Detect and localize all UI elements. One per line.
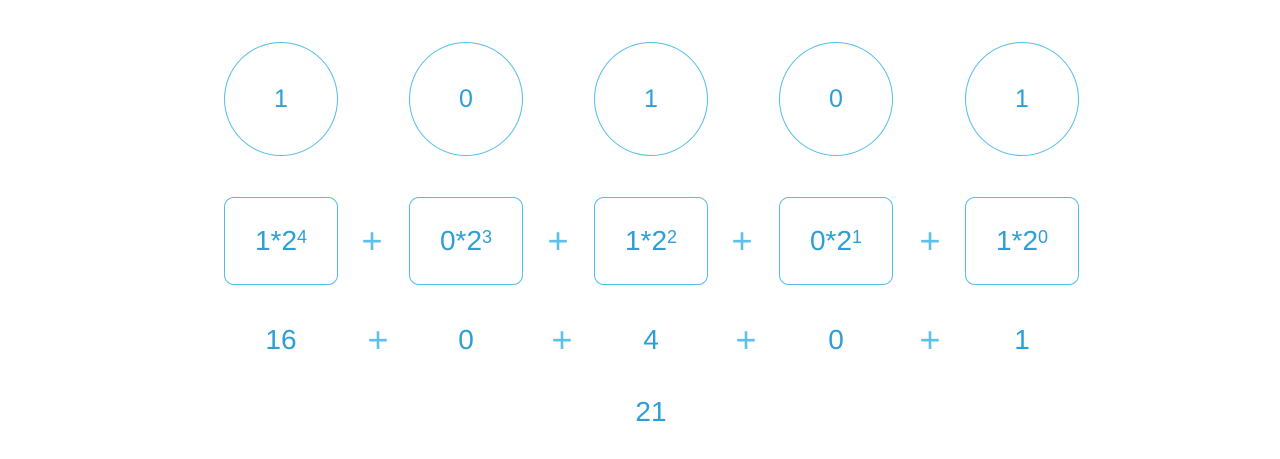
bit-label: 1 (644, 84, 658, 113)
term-base: 1*2 (624, 225, 668, 256)
plus-sign: + (731, 220, 753, 261)
decimal-result: 21 (635, 396, 667, 427)
bit-circle: 1 (965, 42, 1079, 156)
bit-label: 0 (829, 84, 843, 113)
bit-label: 0 (459, 84, 473, 113)
term-exponent: 4 (297, 226, 308, 247)
plus-sign: + (547, 220, 569, 261)
term-exponent: 1 (852, 226, 863, 247)
plus-sign: + (367, 319, 389, 360)
decimal-values-row: 16 + 0 + 4 + 0 + 1 (0, 319, 1280, 360)
plus-sign: + (735, 319, 757, 360)
bit-label: 1 (274, 84, 288, 113)
bit-label: 1 (1015, 84, 1029, 113)
plus-sign: + (361, 220, 383, 261)
term-base: 0*2 (809, 225, 853, 256)
term-base: 0*2 (439, 225, 483, 256)
result-row: 21 (0, 390, 1280, 434)
term-value: 4 (643, 324, 659, 355)
term-exponent: 2 (667, 226, 678, 247)
term-value: 0 (458, 324, 474, 355)
plus-sign: + (919, 220, 941, 261)
plus-sign: + (919, 319, 941, 360)
term-value: 1 (1014, 324, 1030, 355)
plus-sign: + (551, 319, 573, 360)
term-value: 0 (828, 324, 844, 355)
term-exponent: 3 (482, 226, 493, 247)
bit-circle: 1 (224, 42, 338, 156)
term-base: 1*2 (254, 225, 298, 256)
bit-circle: 0 (779, 42, 893, 156)
term-base: 1*2 (995, 225, 1039, 256)
term-value: 16 (265, 324, 297, 355)
bit-circle: 1 (594, 42, 708, 156)
binary-digits-row: 1 0 1 0 1 (0, 42, 1280, 158)
bit-circle: 0 (409, 42, 523, 156)
term-exponent: 0 (1038, 226, 1049, 247)
